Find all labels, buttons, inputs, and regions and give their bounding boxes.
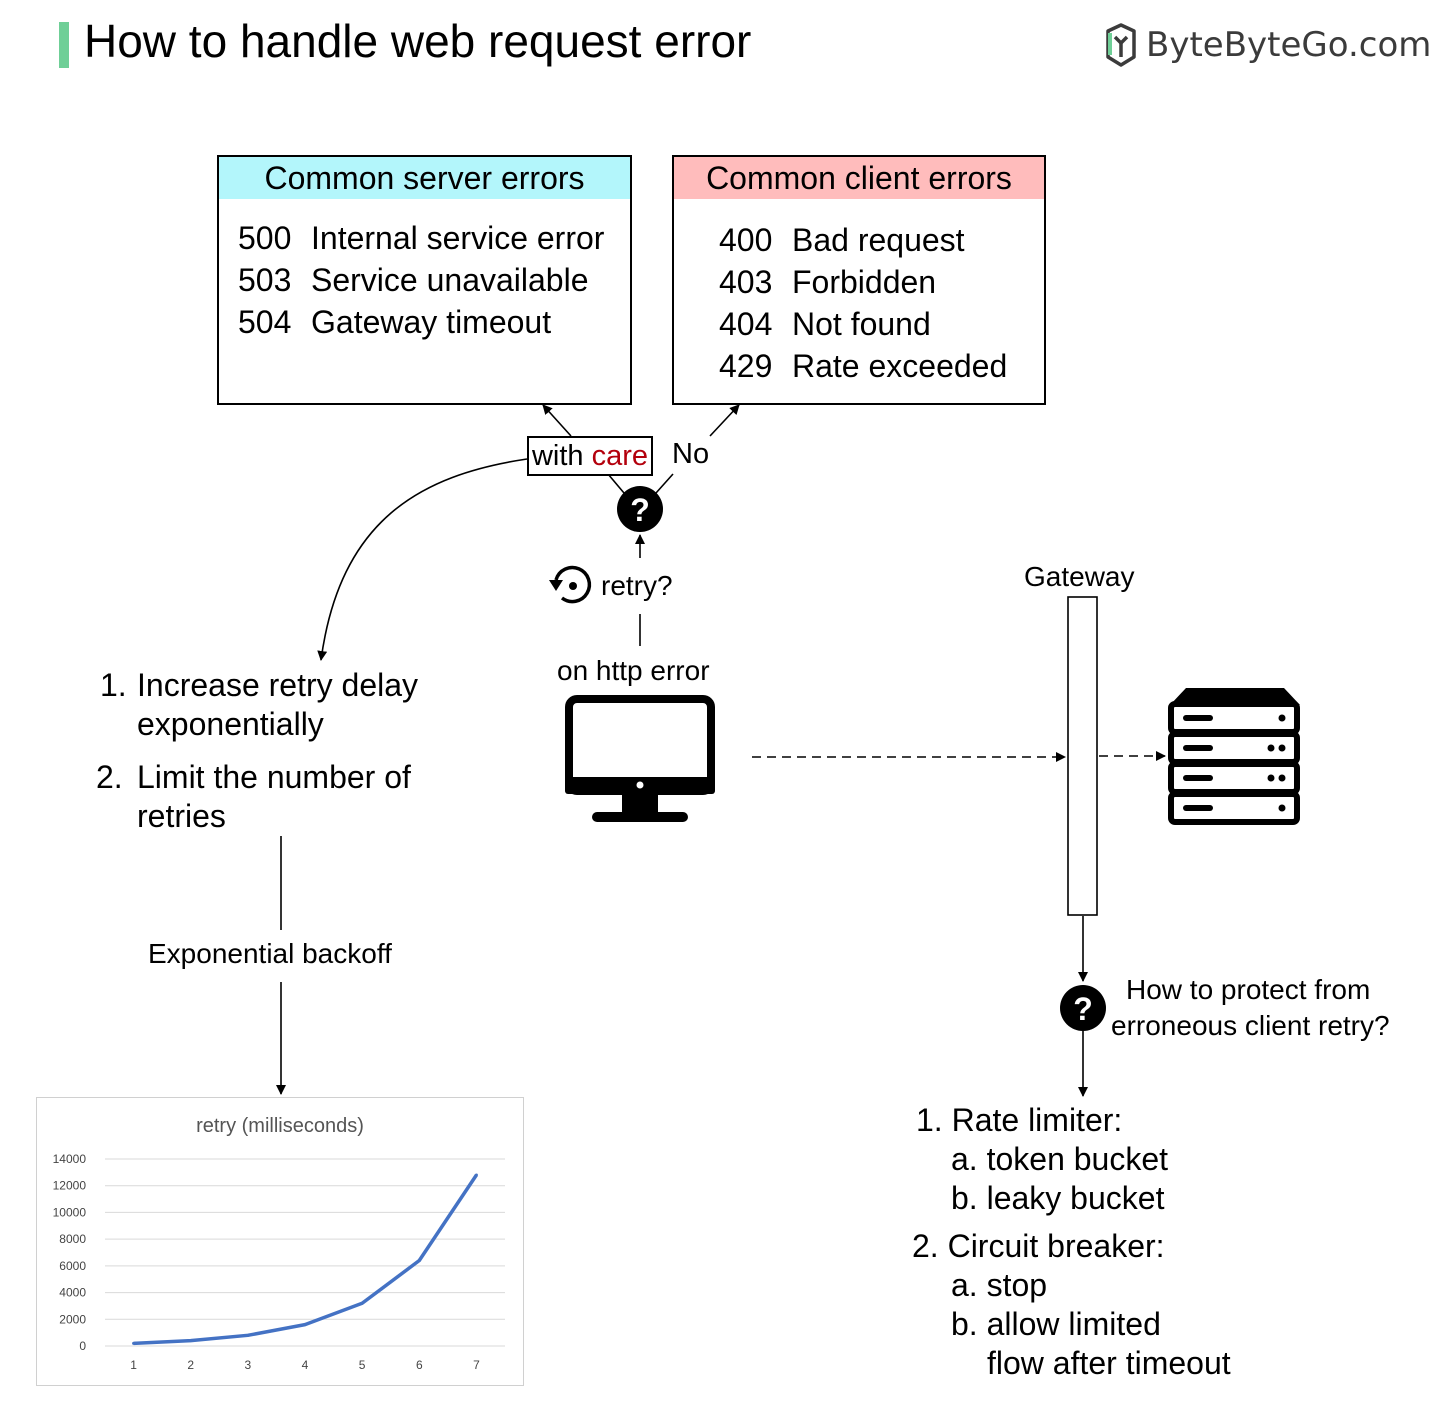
chart-y-tick-label: 4000 (59, 1286, 86, 1300)
strategy-text: Limit the number of (137, 759, 411, 795)
chart-y-tick-label: 12000 (53, 1179, 87, 1193)
arrow-care-to-strategies (317, 458, 528, 661)
error-code: 500 (238, 220, 292, 256)
error-text: Rate exceeded (792, 348, 1008, 384)
error-text: Bad request (792, 222, 965, 258)
client-errors-header: Common client errors (674, 157, 1044, 199)
arrow-to-client-errors (709, 404, 740, 437)
chart-x-tick-label: 3 (245, 1358, 252, 1372)
protection-list: 1. Rate limiter: a. token bucket b. leak… (912, 1101, 1231, 1383)
chart-x-tick-label: 2 (187, 1358, 194, 1372)
error-code: 503 (238, 262, 292, 298)
chart-x-tick-label: 4 (302, 1358, 309, 1372)
chart-y-tick-label: 6000 (59, 1259, 86, 1273)
chart-data-point (303, 1323, 307, 1327)
retry-label: retry? (601, 570, 673, 601)
strategy-text: Increase retry delay (137, 667, 419, 703)
gateway-label: Gateway (1024, 561, 1135, 592)
no-label: No (672, 438, 710, 470)
chart-x-tick-label: 5 (359, 1358, 366, 1372)
question-icon: ? (617, 486, 663, 532)
server-errors-header: Common server errors (219, 157, 630, 199)
arrow-to-server-errors (542, 404, 572, 437)
client-error-row: 404 Not found (719, 303, 1044, 345)
retry-strategy-1: 1. Increase retry delay exponentially (100, 666, 418, 742)
exponential-backoff-label: Exponential backoff (148, 938, 392, 969)
client-errors-box: Common client errors 400 Bad request 403 F… (672, 155, 1046, 405)
server-error-row: 504 Gateway timeout (238, 301, 630, 343)
protect-question-line2: erroneous client retry? (1111, 1010, 1390, 1041)
gateway-bar (1067, 596, 1098, 916)
strategy-text: retries (137, 798, 226, 834)
care-text: care (591, 440, 649, 472)
http-error-label: on http error (557, 655, 710, 686)
svg-text:?: ? (630, 492, 650, 528)
title-accent-bar (59, 22, 69, 68)
client-monitor-icon (565, 695, 715, 822)
error-code: 429 (719, 348, 773, 384)
error-code: 504 (238, 304, 292, 340)
error-text: Internal service error (311, 220, 605, 256)
protection-subitem: a. token bucket (951, 1141, 1169, 1177)
chart-x-tick-label: 7 (473, 1358, 480, 1372)
chart-y-tick-label: 2000 (59, 1312, 86, 1326)
chart-y-tick-label: 10000 (53, 1205, 87, 1219)
chart-y-tick-label: 14000 (53, 1152, 87, 1166)
client-error-row: 429 Rate exceeded (719, 345, 1044, 387)
protection-subitem: flow after timeout (987, 1345, 1231, 1381)
error-text: Service unavailable (311, 262, 589, 298)
chart-data-point (132, 1341, 136, 1345)
chart-y-tick-label: 0 (79, 1339, 86, 1353)
error-code: 403 (719, 264, 773, 300)
line-question-to-no (655, 473, 674, 494)
chart-x-tick-label: 1 (130, 1358, 137, 1372)
error-text: Forbidden (792, 264, 937, 300)
chart-data-point (246, 1333, 250, 1337)
protection-item: 1. Rate limiter: (916, 1102, 1123, 1138)
protection-item: 2. Circuit breaker: (912, 1228, 1165, 1264)
protection-subitem: b. leaky bucket (951, 1180, 1165, 1216)
client-error-row: 403 Forbidden (719, 261, 1044, 303)
question-icon: ? (1060, 985, 1106, 1031)
retry-chart-svg: retry (milliseconds) 0 2000 4000 6000 8000 10… (53, 1115, 505, 1372)
svg-text:?: ? (1073, 991, 1093, 1027)
retry-strategy-2: 2. Limit the number of retries (96, 758, 411, 834)
protection-subitem: b. allow limited (951, 1306, 1161, 1342)
error-code: 400 (719, 222, 773, 258)
protect-question-line1: How to protect from (1126, 974, 1371, 1005)
chart-data-point (417, 1259, 421, 1263)
page-title: How to handle web request error (84, 15, 752, 67)
server-error-row: 503 Service unavailable (238, 259, 630, 301)
brand-name: ByteByteGo.com (1146, 25, 1432, 65)
retry-chart: retry (milliseconds) 0 2000 4000 6000 8000 10… (36, 1097, 524, 1386)
with-care-label: with care (527, 436, 653, 476)
chart-x-tick-label: 6 (416, 1358, 423, 1372)
chart-data-point (474, 1173, 478, 1177)
server-icon (1168, 688, 1300, 825)
server-errors-box: Common server errors 500 Internal service… (217, 155, 632, 405)
brand: ByteByteGo.com (1104, 20, 1431, 70)
chart-data-point (360, 1301, 364, 1305)
protection-subitem: a. stop (951, 1267, 1048, 1303)
bytebytego-logo-icon (1106, 23, 1136, 67)
line-question-to-care (607, 473, 625, 494)
retry-icon (549, 565, 592, 604)
strategy-text: exponentially (137, 706, 324, 742)
chart-title: retry (milliseconds) (196, 1115, 364, 1137)
server-error-row: 500 Internal service error (238, 217, 630, 259)
chart-data-point (189, 1339, 193, 1343)
error-code: 404 (719, 306, 773, 342)
error-text: Not found (792, 306, 931, 342)
error-text: Gateway timeout (311, 304, 552, 340)
with-text: with (531, 440, 592, 472)
client-error-row: 400 Bad request (719, 219, 1044, 261)
list-number: 1. (100, 667, 127, 703)
chart-series-line (133, 1174, 478, 1346)
list-number: 2. (96, 759, 123, 795)
chart-y-tick-label: 8000 (59, 1232, 86, 1246)
